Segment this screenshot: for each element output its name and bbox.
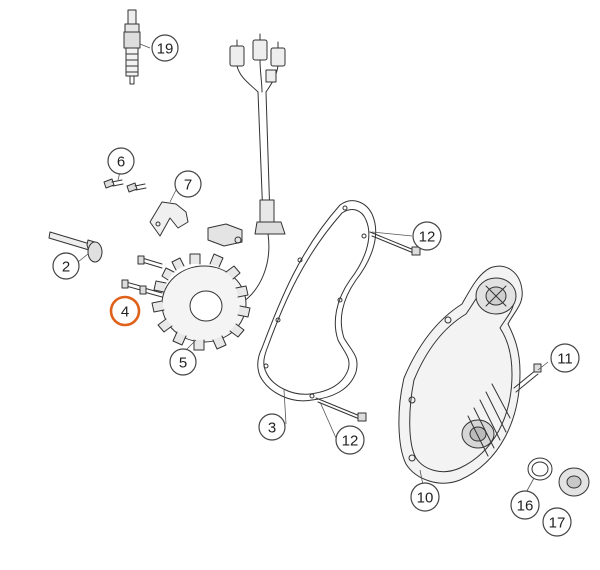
callout-label: 6 — [117, 154, 125, 171]
spark-plug — [123, 9, 141, 85]
bolt-12-lower — [315, 397, 367, 422]
highlight-ring — [109, 295, 141, 327]
callout-5: 5 — [169, 348, 197, 376]
bracket-7 — [149, 201, 189, 237]
callout-10: 10 — [410, 482, 440, 512]
callout-6: 6 — [107, 147, 135, 175]
callout-16: 16 — [510, 490, 540, 520]
wiring-connectors — [229, 33, 286, 93]
callout-17: 17 — [542, 507, 572, 537]
stator-5 — [151, 253, 251, 351]
callout-label: 11 — [557, 351, 573, 368]
bolt-2 — [48, 231, 103, 263]
screw-11 — [513, 363, 542, 393]
o-ring-16 — [527, 457, 553, 481]
callout-label: 5 — [179, 355, 187, 372]
callout-label: 16 — [517, 498, 534, 515]
callout-11: 11 — [550, 343, 580, 373]
callout-label: 4 — [121, 304, 129, 321]
callout-label: 3 — [268, 420, 276, 437]
callout-12-upper: 12 — [412, 221, 442, 251]
callout-label: 2 — [62, 259, 70, 276]
callout-label: 17 — [549, 515, 566, 532]
ignition-cover-10 — [398, 265, 523, 484]
callout-2: 2 — [52, 252, 80, 280]
bolts-6 — [103, 178, 147, 193]
callout-label: 12 — [419, 229, 436, 246]
callout-4-highlighted[interactable]: 4 — [109, 295, 141, 327]
callout-label: 12 — [342, 433, 359, 450]
bolt-12-upper — [369, 231, 421, 256]
callout-12-lower: 12 — [335, 425, 365, 455]
callout-label: 10 — [417, 490, 434, 507]
screws-4 — [121, 255, 163, 298]
callout-label: 7 — [184, 177, 192, 194]
callout-3: 3 — [258, 413, 286, 441]
connector-block — [207, 223, 243, 247]
wiring-harness — [239, 91, 286, 305]
callout-7: 7 — [174, 170, 202, 198]
gasket-3 — [257, 200, 377, 402]
callout-label: 19 — [157, 41, 174, 58]
callout-19: 19 — [151, 34, 179, 62]
plug-17 — [558, 467, 590, 497]
